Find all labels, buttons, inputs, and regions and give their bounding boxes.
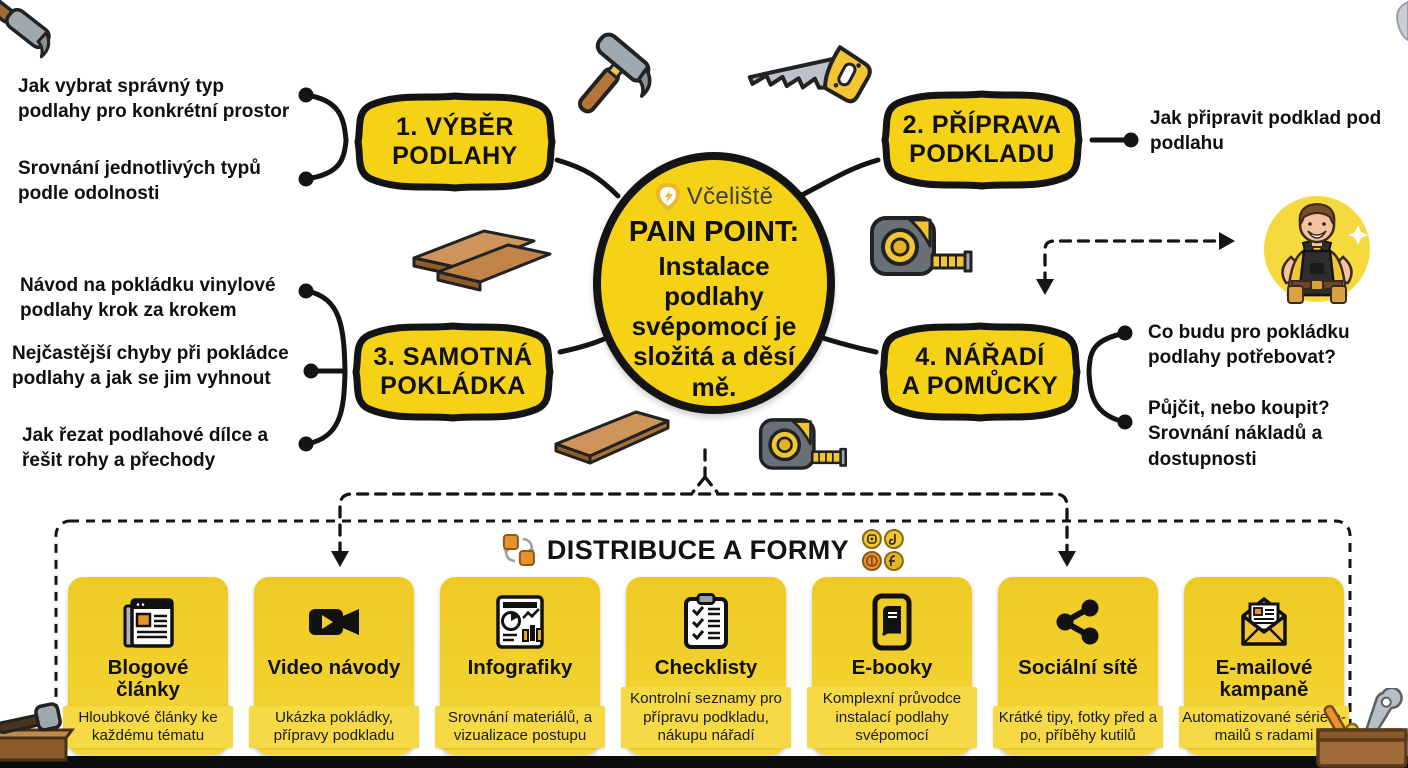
distribution-title: DISTRIBUCE A FORMY <box>546 534 850 565</box>
badge-burst-shape <box>354 92 556 192</box>
tape-measure-icon <box>870 216 973 276</box>
card-title: E-booky <box>851 656 933 679</box>
card-title: Checklisty <box>654 656 758 679</box>
card-title: Infografiky <box>467 656 573 679</box>
distribution-cards: Blogové články Hloubkové články ke každé… <box>63 577 1349 755</box>
wood-planks-icon <box>412 229 552 292</box>
badge-4-label: 4. NÁŘADÍ <box>915 342 1045 371</box>
badge-burst-shape <box>879 322 1081 422</box>
envelope-icon <box>1184 577 1344 655</box>
card-social: Sociální sítě Krátké tipy, fotky před a … <box>993 577 1163 755</box>
brand-logo: Včeliště <box>655 182 773 212</box>
card-caption: Kontrolní seznamy pro přípravu podkladu,… <box>621 687 791 748</box>
chart-document-icon <box>440 577 600 655</box>
corner-toolbox-bottom-right <box>1316 688 1408 768</box>
distribution-header: DISTRIBUCE A FORMY <box>501 528 907 572</box>
note-branch4-b: Půjčit, nebo koupit? Srovnání nákladů a … <box>1148 398 1330 470</box>
brand-name: Včeliště <box>686 183 774 210</box>
saw-icon <box>747 45 872 104</box>
clipboard-checklist-icon <box>626 577 786 655</box>
card-blog: Blogové články Hloubkové články ke každé… <box>63 577 233 755</box>
card-infographic: Infografiky Srovnání materiálů, a vizual… <box>435 577 605 755</box>
card-caption: Krátké tipy, fotky před a po, příběhy ku… <box>993 705 1163 748</box>
hammer-icon <box>577 32 652 114</box>
transfer-squares-icon <box>502 534 535 566</box>
ebook-icon <box>812 577 972 655</box>
badge-burst-shape <box>352 322 554 422</box>
shield-bolt-icon <box>655 183 680 211</box>
card-video: Video návody Ukázka pokládky, přípravy p… <box>249 577 419 755</box>
share-icon <box>998 577 1158 655</box>
badge-burst-shape <box>881 90 1083 190</box>
tape-measure-icon <box>758 418 848 470</box>
video-camera-icon <box>254 577 414 655</box>
card-title: Video návody <box>267 656 401 679</box>
card-ebook: E-booky Komplexní průvodce instalací pod… <box>807 577 977 755</box>
card-caption: Ukázka pokládky, přípravy podkladu <box>249 705 419 748</box>
note-branch2-a: Jak připravit podklad pod podlahu <box>1150 108 1382 155</box>
note-branch4-a: Co budu pro pokládku podlahy potřebovat? <box>1148 322 1350 369</box>
card-title: Blogové články <box>107 656 189 702</box>
badge-3-label: 3. SAMOTNÁ <box>373 342 533 371</box>
card-checklist: Checklisty Kontrolní seznamy pro příprav… <box>621 577 791 755</box>
newspaper-icon <box>68 577 228 655</box>
pain-point-heading: PAIN POINT: <box>628 216 800 248</box>
card-title: Sociální sítě <box>1018 656 1138 679</box>
card-caption: Srovnání materiálů, a vizualizace postup… <box>435 705 605 748</box>
wood-plank-icon <box>554 410 670 465</box>
corner-tool-top-right <box>1396 0 1408 42</box>
card-caption: Komplexní průvodce instalací podlahy své… <box>807 687 977 748</box>
corner-hammer-wood-bottom-left <box>0 702 75 762</box>
note-branch3-a: Návod na pokládku vinylové podlahy krok … <box>20 275 276 322</box>
note-branch3-c: Jak řezat podlahové dílce a řešit rohy a… <box>22 425 269 472</box>
bottom-black-band <box>0 756 1408 768</box>
badge-2-label: 2. PŘÍPRAVA <box>902 110 1062 139</box>
corner-tools-top-left <box>0 0 51 59</box>
social-coins-icon <box>862 529 905 571</box>
note-branch1-a: Jak vybrat správný typ podlahy pro konkr… <box>18 76 290 123</box>
note-branch3-b: Nejčastější chyby při pokládce podlahy a… <box>12 343 289 390</box>
handyman-illustration <box>1264 196 1370 304</box>
pain-point-text: Instalace podlahy svépomocí je složitá a… <box>631 251 797 402</box>
pain-point-node: Včeliště PAIN POINT: Instalace podlahy s… <box>593 152 835 414</box>
note-branch1-b: Srovnání jednotlivých typů podle odolnos… <box>18 158 261 205</box>
badge-1-label: 1. VÝBĚR <box>396 112 514 141</box>
